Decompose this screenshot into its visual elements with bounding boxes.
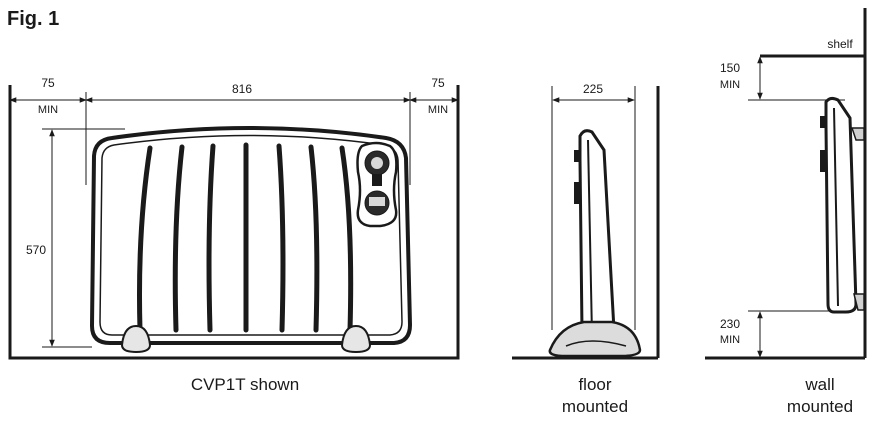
- left-clearance-value: 75: [41, 76, 55, 90]
- wall-bracket-icon: [853, 293, 865, 311]
- figure-title: Fig. 1: [7, 8, 60, 30]
- right-clearance-unit: MIN: [428, 104, 448, 116]
- front-view-caption: CVP1T shown: [190, 375, 300, 394]
- control-knob-icon: [574, 150, 580, 162]
- shelf-label: shelf: [827, 37, 853, 51]
- heater-body-profile: [824, 96, 858, 314]
- heater-fin: [308, 144, 320, 333]
- floor-stand: [548, 320, 642, 358]
- wall-view: shelf 150 MIN 230 MIN: [705, 8, 867, 360]
- heater-foot: [120, 324, 152, 354]
- floor-view: 225: [512, 82, 660, 360]
- heater-outer-casing: [89, 126, 413, 345]
- heater-fin: [339, 145, 354, 333]
- wall-bracket-icon: [850, 127, 865, 141]
- height-value: 570: [26, 243, 46, 257]
- heater-fin: [137, 145, 153, 333]
- front-enclosure: [8, 85, 460, 360]
- heater-front: [89, 126, 413, 354]
- heater-side-wall: [820, 96, 865, 314]
- heater-fin: [206, 143, 216, 333]
- top-clearance-value: 150: [720, 61, 740, 75]
- switch-icon: [372, 174, 382, 186]
- depth-value: 225: [583, 82, 603, 96]
- wall-view-caption: wall mounted: [786, 375, 854, 416]
- heater-side-floor: [548, 129, 642, 358]
- control-knob-icon: [820, 116, 826, 128]
- control-knob-icon: [820, 150, 826, 172]
- bottom-clearance-value: 230: [720, 317, 740, 331]
- heater-inner-panel: [99, 134, 403, 336]
- right-clearance-value: 75: [431, 76, 445, 90]
- bottom-clearance-unit: MIN: [720, 334, 740, 346]
- control-knob-icon: [574, 182, 580, 204]
- top-clearance-unit: MIN: [720, 79, 740, 91]
- left-clearance-unit: MIN: [38, 104, 58, 116]
- heater-fin: [276, 143, 286, 333]
- width-value: 816: [232, 82, 252, 96]
- heater-fin: [172, 144, 185, 333]
- front-view: 75 MIN 816 75 MIN 570: [8, 76, 460, 360]
- heater-foot: [340, 324, 372, 354]
- heater-body-profile: [578, 129, 616, 342]
- floor-view-caption: floor mounted: [561, 375, 629, 416]
